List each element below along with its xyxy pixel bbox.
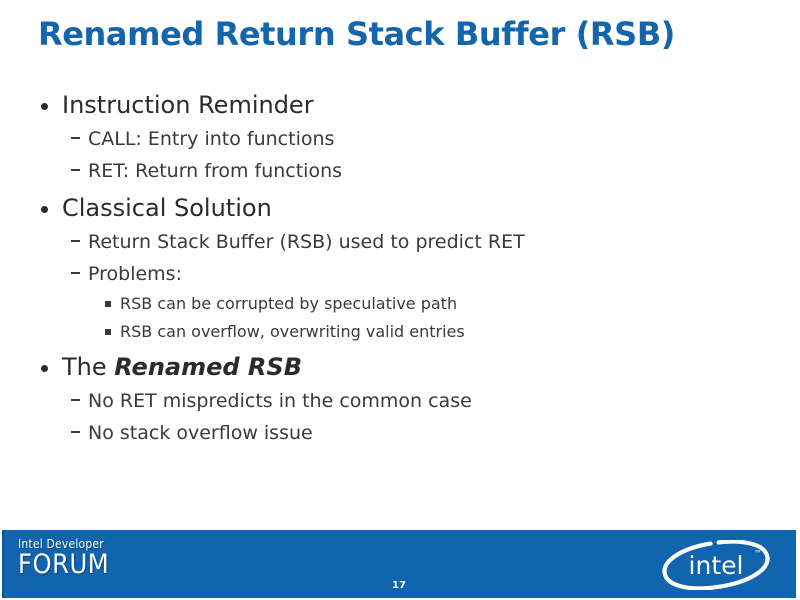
bullet-item-level3: RSB can be corrupted by speculative path — [0, 290, 800, 318]
footer-bar: Intel Developer FORUM 17 intel ™ — [2, 530, 796, 598]
slide-body: Instruction Reminder CALL: Entry into fu… — [0, 88, 800, 449]
dash-bullet-icon — [71, 399, 80, 401]
bullet-item-level2: No RET mispredicts in the common case — [0, 385, 800, 417]
dash-bullet-icon — [71, 169, 80, 171]
idf-logo-line1: Intel Developer — [18, 537, 104, 551]
bullet-text: Instruction Reminder — [62, 91, 314, 119]
bullet-item-level2: Return Stack Buffer (RSB) used to predic… — [0, 226, 800, 258]
intel-developer-forum-logo: Intel Developer FORUM — [18, 538, 109, 579]
bullet-text: The — [62, 353, 115, 381]
square-bullet-icon — [105, 301, 111, 307]
dash-bullet-icon — [71, 240, 80, 242]
idf-logo-line2: FORUM — [18, 549, 110, 580]
bullet-item-level2: CALL: Entry into functions — [0, 123, 800, 155]
round-bullet-icon — [41, 206, 48, 213]
dash-bullet-icon — [71, 137, 80, 139]
trademark-icon: ™ — [754, 549, 762, 558]
bullet-item-level1: Instruction Reminder — [0, 88, 800, 123]
bullet-item-level1: Classical Solution — [0, 191, 800, 226]
bullet-item-level2: Problems: — [0, 258, 800, 290]
intel-logo-wordmark: intel — [689, 551, 744, 580]
bullet-text: RET: Return from functions — [88, 160, 343, 182]
page-number: 17 — [392, 580, 406, 591]
bullet-text-emphasis: Renamed RSB — [114, 353, 302, 381]
round-bullet-icon — [41, 103, 48, 110]
round-bullet-icon — [41, 365, 48, 372]
page-title: Renamed Return Stack Buffer (RSB) — [38, 15, 676, 53]
bullet-text: Classical Solution — [62, 194, 272, 222]
dash-bullet-icon — [71, 272, 80, 274]
bullet-text: No RET mispredicts in the common case — [88, 390, 472, 412]
bullet-text: Return Stack Buffer (RSB) used to predic… — [88, 231, 525, 253]
bullet-item-level3: RSB can overflow, overwriting valid entr… — [0, 318, 800, 346]
intel-brand-logo: intel ™ — [656, 540, 776, 590]
bullet-text: Problems: — [88, 263, 182, 285]
bullet-text: RSB can overflow, overwriting valid entr… — [120, 322, 465, 341]
bullet-text: No stack overflow issue — [88, 422, 313, 444]
bullet-item-level1: The Renamed RSB — [0, 350, 800, 385]
bullet-item-level2: No stack overflow issue — [0, 417, 800, 449]
bullet-text: CALL: Entry into functions — [88, 128, 335, 150]
dash-bullet-icon — [71, 431, 80, 433]
bullet-item-level2: RET: Return from functions — [0, 155, 800, 187]
square-bullet-icon — [105, 329, 111, 335]
bullet-text: RSB can be corrupted by speculative path — [120, 294, 458, 313]
